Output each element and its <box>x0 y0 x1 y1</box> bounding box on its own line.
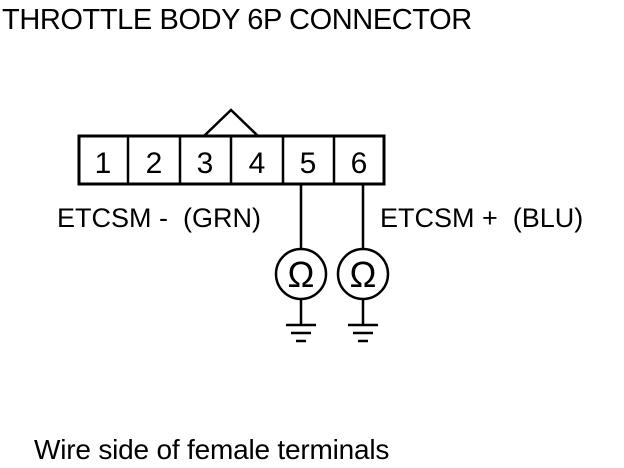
terminal-number-2: 2 <box>146 147 163 180</box>
ground-icon <box>286 323 316 343</box>
connector-lock-tab <box>203 108 259 137</box>
terminal-number-3: 3 <box>197 147 214 180</box>
terminal-number-5: 5 <box>300 147 317 180</box>
diagram-title: THROTTLE BODY 6P CONNECTOR <box>2 4 472 36</box>
ground-icon <box>348 323 378 343</box>
ohm-symbol: Ω <box>350 254 377 295</box>
terminal-number-1: 1 <box>95 147 112 180</box>
ohm-symbol: Ω <box>288 254 315 295</box>
terminal-number-4: 4 <box>249 147 266 180</box>
label-etcsm-plus: ETCSM + (BLU) <box>380 203 583 233</box>
diagram-caption: Wire side of female terminals <box>34 434 390 465</box>
label-etcsm-minus: ETCSM - (GRN) <box>57 203 261 233</box>
terminal-number-6: 6 <box>351 147 368 180</box>
